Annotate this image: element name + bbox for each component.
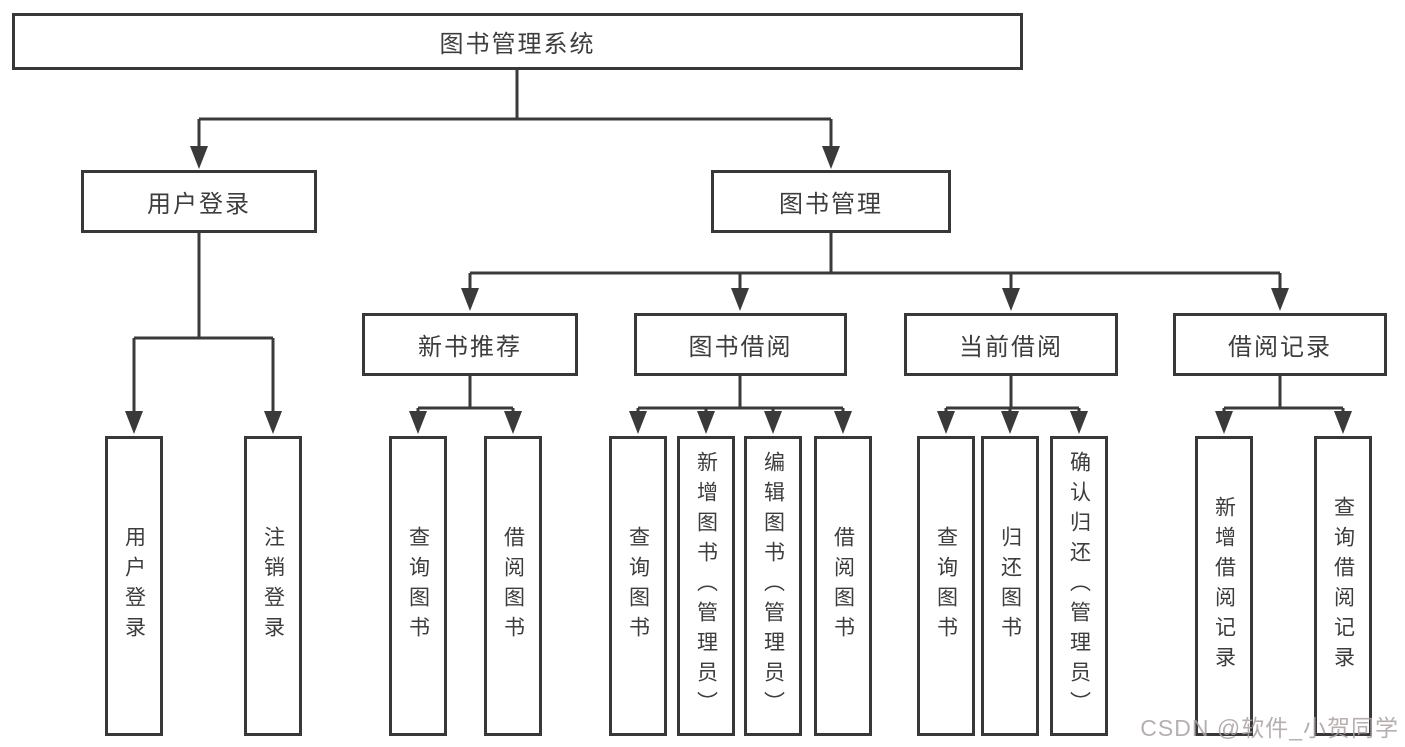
leaf-borrow-query-books-label: 查询图书 xyxy=(626,526,650,646)
node-root-label: 图书管理系统 xyxy=(439,31,596,58)
leaf-recommend-query-books: 查询图书 xyxy=(389,436,447,736)
leaf-logout: 注销登录 xyxy=(244,436,302,736)
leaf-records-query-record-label: 查询借阅记录 xyxy=(1331,496,1355,676)
leaf-records-query-record: 查询借阅记录 xyxy=(1314,436,1372,736)
node-new-book-recommend: 新书推荐 xyxy=(362,313,578,376)
leaf-borrow-add-books-admin: 新增图书（管理员） xyxy=(677,436,735,736)
watermark-text: CSDN @软件_小贺同学 xyxy=(1140,715,1399,741)
leaf-logout-label: 注销登录 xyxy=(261,526,285,646)
node-borrow-records: 借阅记录 xyxy=(1173,313,1387,376)
node-current-borrow-label: 当前借阅 xyxy=(959,334,1063,361)
tree-edges xyxy=(132,69,1345,413)
node-user-login-label: 用户登录 xyxy=(147,191,251,218)
leaf-current-return-books: 归还图书 xyxy=(981,436,1039,736)
node-current-borrow: 当前借阅 xyxy=(904,313,1118,376)
leaf-current-query-books-label: 查询图书 xyxy=(934,526,958,646)
leaf-current-confirm-return-admin: 确认归还（管理员） xyxy=(1050,436,1108,736)
leaf-borrow-add-books-admin-label: 新增图书（管理员） xyxy=(694,451,718,721)
node-book-borrow: 图书借阅 xyxy=(634,313,847,376)
leaf-user-login-label: 用户登录 xyxy=(122,526,146,646)
node-book-borrow-label: 图书借阅 xyxy=(688,334,793,361)
leaf-recommend-query-books-label: 查询图书 xyxy=(406,526,430,646)
leaf-current-query-books: 查询图书 xyxy=(917,436,975,736)
leaf-borrow-edit-books-admin-label: 编辑图书（管理员） xyxy=(761,451,785,721)
leaf-borrow-borrow-books: 借阅图书 xyxy=(814,436,872,736)
node-root: 图书管理系统 xyxy=(12,13,1023,70)
leaf-borrow-query-books: 查询图书 xyxy=(609,436,667,736)
leaf-borrow-edit-books-admin: 编辑图书（管理员） xyxy=(744,436,802,736)
leaf-recommend-borrow-books: 借阅图书 xyxy=(484,436,542,736)
leaf-records-add-record: 新增借阅记录 xyxy=(1195,436,1253,736)
node-borrow-records-label: 借阅记录 xyxy=(1228,334,1332,361)
leaf-user-login: 用户登录 xyxy=(105,436,163,736)
leaf-borrow-borrow-books-label: 借阅图书 xyxy=(831,526,855,646)
leaf-records-add-record-label: 新增借阅记录 xyxy=(1212,496,1236,676)
node-new-book-recommend-label: 新书推荐 xyxy=(418,334,522,361)
arrowheads xyxy=(125,146,1352,434)
leaf-recommend-borrow-books-label: 借阅图书 xyxy=(501,526,525,646)
node-book-management-label: 图书管理 xyxy=(779,191,883,218)
leaf-current-confirm-return-admin-label: 确认归还（管理员） xyxy=(1067,451,1091,721)
node-user-login: 用户登录 xyxy=(81,170,317,233)
leaf-current-return-books-label: 归还图书 xyxy=(998,526,1022,646)
node-book-management: 图书管理 xyxy=(711,170,951,233)
